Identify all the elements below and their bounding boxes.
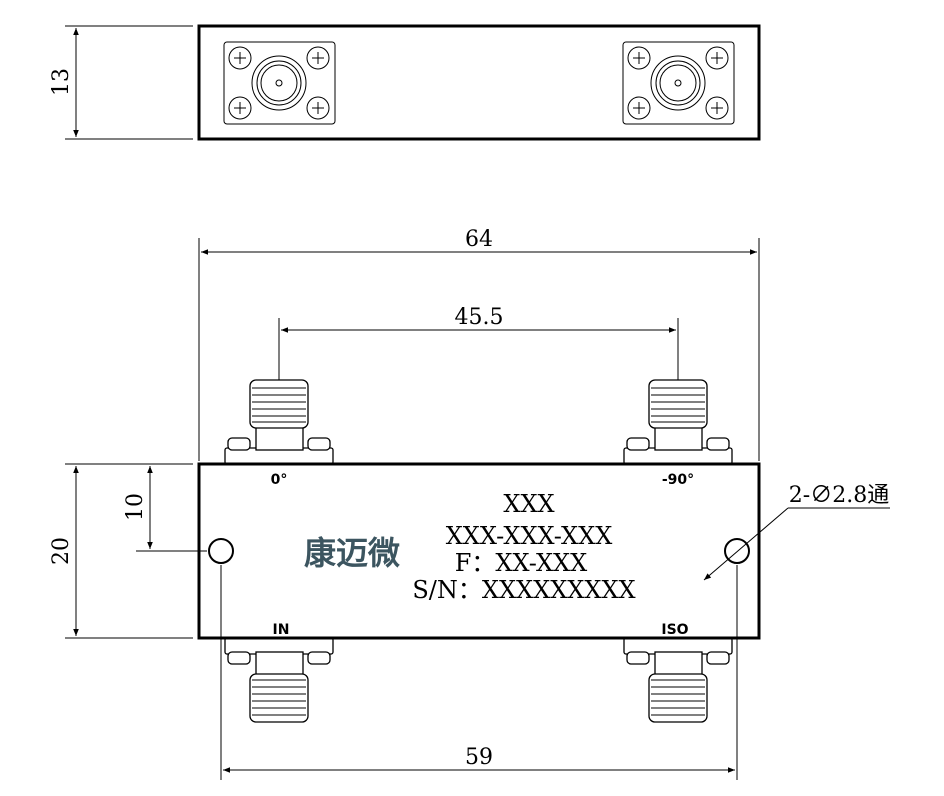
sma-connector-top-left (224, 379, 334, 465)
marking-line-1: XXX (503, 490, 554, 518)
dim-body-height: 20 (49, 463, 193, 639)
dim-height-top: 13 (49, 25, 193, 140)
dim-hole-spacing: 59 (220, 565, 738, 780)
marking-line-3: F：XX-XXX (455, 549, 587, 577)
marking-line-2: XXX-XXX-XXX (446, 522, 613, 550)
screw-icon (306, 96, 330, 120)
dim-width-overall: 64 (198, 227, 760, 461)
front-view-body (197, 462, 761, 640)
top-view: 13 (49, 24, 761, 141)
dim-height-top-label: 13 (49, 68, 74, 96)
screw-icon (705, 46, 729, 70)
marking-line-4: S/N：XXXXXXXXX (412, 576, 635, 604)
dim-body-height-label: 20 (49, 537, 74, 565)
brand-logo: 康迈微 (304, 534, 400, 572)
screw-icon (228, 46, 252, 70)
top-view-connector-left (223, 41, 336, 125)
dim-hole-spacing-label: 59 (465, 745, 493, 770)
hole-callout-label: 2-∅2.8通 (789, 483, 889, 508)
dim-hole-offset-label: 10 (123, 493, 148, 521)
hole-callout: 2-∅2.8通 (703, 483, 890, 581)
top-view-body (197, 24, 761, 141)
dim-hole-offset: 10 (123, 466, 207, 552)
mounting-hole-right (724, 538, 750, 564)
top-view-connector-right (622, 41, 735, 125)
port-label-bottom-left: IN (273, 622, 290, 638)
screw-icon (228, 96, 252, 120)
sma-connector-bottom-right (623, 637, 733, 723)
sma-connector-bottom-left (224, 637, 334, 723)
port-label-bottom-right: ISO (661, 622, 688, 638)
dim-width-overall-label: 64 (465, 227, 493, 252)
port-label-top-left: 0° (271, 472, 288, 488)
dim-port-spacing: 45.5 (278, 305, 679, 380)
front-view: 64 45.5 (49, 227, 890, 780)
screw-icon (627, 96, 651, 120)
mounting-hole-left (208, 538, 234, 564)
screw-icon (627, 46, 651, 70)
dim-port-spacing-label: 45.5 (455, 305, 504, 330)
screw-icon (705, 96, 729, 120)
screw-icon (306, 46, 330, 70)
sma-connector-top-right (623, 379, 733, 465)
port-label-top-right: -90° (662, 472, 694, 488)
